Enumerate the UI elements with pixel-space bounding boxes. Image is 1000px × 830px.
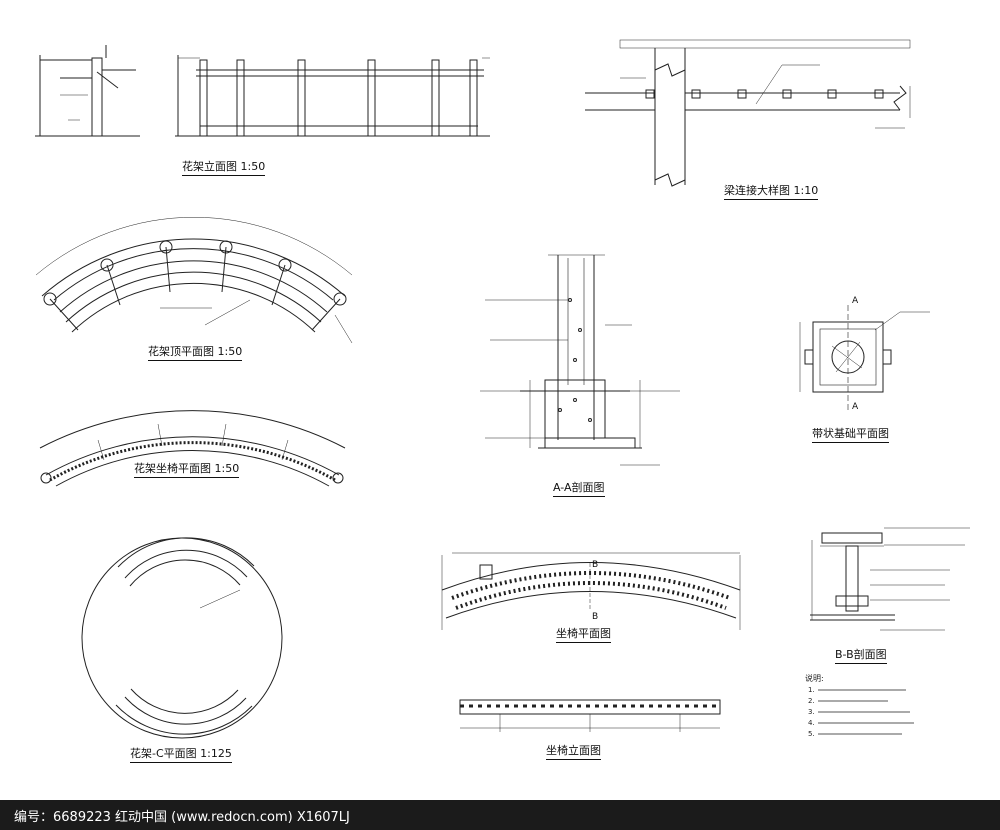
c-plan-drawing [81,537,283,739]
c-plan-title: 花架-C平面图 1:125 [130,745,232,763]
elevation-drawing [35,45,490,137]
notes-line: 2. [808,697,815,705]
notes-line: 5. [808,730,815,738]
beam-detail-drawing [585,39,911,187]
roof-plan-drawing [35,217,353,344]
notes-line: 1. [808,686,815,694]
section-aa-title: A-A剖面图 [553,479,605,497]
notes-line: 4. [808,719,815,727]
foundation-plan-title: 带状基础平面图 [812,425,889,443]
notes-heading: 说明: [805,674,824,683]
seat-plan-drawing [441,552,741,630]
seat-elevation-title: 坐椅立面图 [546,742,601,760]
section-mark-a-bottom: A [852,402,859,412]
roof-plan-title: 花架顶平面图 1:50 [148,343,243,361]
bench-plan-drawing [39,410,346,487]
section-mark-b-bottom: B [592,612,599,622]
section-mark-a-top: A [852,296,859,306]
elevation-title: 花架立面图 1:50 [182,158,266,176]
section-bb-drawing [810,527,970,631]
seat-plan-title: 坐椅平面图 [556,625,611,643]
notes-line: 3. [808,708,815,716]
bench-plan-title: 花架坐椅平面图 1:50 [134,460,240,478]
footer-text: 编号：6689223 红动中国 (www.redocn.com) X1607LJ [14,810,350,825]
notes-text-lines [818,689,914,735]
section-bb-title: B-B剖面图 [835,646,887,664]
foundation-plan-drawing [799,305,930,410]
section-mark-b-top: B [592,560,599,570]
beam-detail-title: 梁连接大样图 1:10 [724,182,819,200]
watermark-footer: 编号：6689223 红动中国 (www.redocn.com) X1607LJ [0,800,1000,830]
seat-elevation-drawing [459,699,721,732]
section-aa-drawing [480,254,680,466]
